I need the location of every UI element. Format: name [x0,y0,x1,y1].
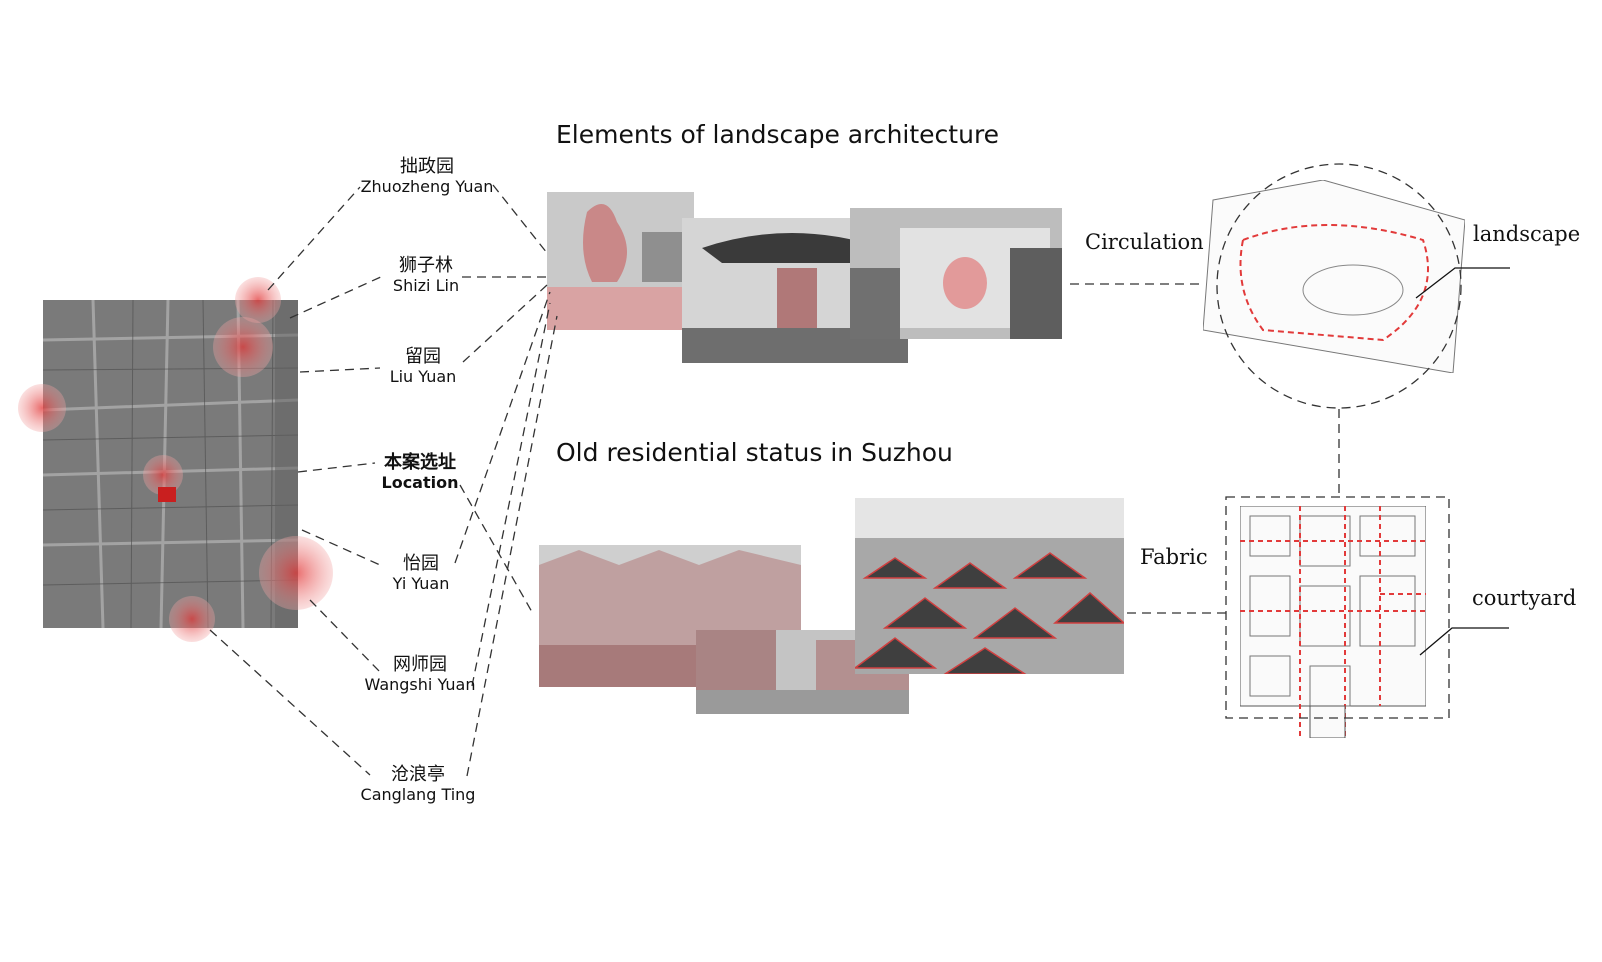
garden-plan-drawing [1202,179,1466,374]
garden-name-en: Shizi Lin [392,275,460,295]
garden-name-en: Yi Yuan [392,573,450,593]
garden-name-cn: 狮子林 [399,255,453,276]
garden-name-en: Zhuozheng Yuan [360,176,494,196]
site-marker [158,487,176,502]
rooftops-photo [855,498,1124,674]
garden-name-cn: 怡园 [403,553,439,574]
garden-label-liu: 留园 Liu Yuan [373,346,473,386]
residential-heading: Old residential status in Suzhou [556,438,953,467]
courtyard-plan-drawing [1239,505,1427,739]
garden-rockery-photo [547,192,694,330]
garden-name-cn: 拙政园 [400,156,454,177]
garden-label-yi: 怡园 Yi Yuan [371,553,471,593]
garden-name-en: Liu Yuan [389,366,457,386]
fabric-tag: Fabric [1140,545,1208,569]
garden-label-location: 本案选址 Location [370,452,470,492]
landscape-tag: landscape [1473,222,1581,246]
garden-label-shizi: 狮子林 Shizi Lin [376,255,476,295]
garden-label-zhuozheng: 拙政园 Zhuozheng Yuan [357,156,497,196]
moon-gate-photo [850,208,1062,339]
landscape-heading: Elements of landscape architecture [556,120,1000,149]
location-blobs [18,277,333,642]
garden-name-cn: 网师园 [393,654,447,675]
garden-name-cn: 本案选址 [384,452,456,473]
circulation-tag: Circulation [1085,230,1204,254]
garden-name-cn: 沧浪亭 [391,764,445,785]
garden-name-en: Wangshi Yuan [364,674,476,694]
garden-name-cn: 留园 [405,346,441,367]
courtyard-tag: courtyard [1472,586,1577,610]
garden-label-canglang: 沧浪亭 Canglang Ting [353,764,483,804]
garden-label-wangshi: 网师园 Wangshi Yuan [355,654,485,694]
garden-name-en: Canglang Ting [360,784,476,804]
garden-name-en: Location [381,472,459,492]
